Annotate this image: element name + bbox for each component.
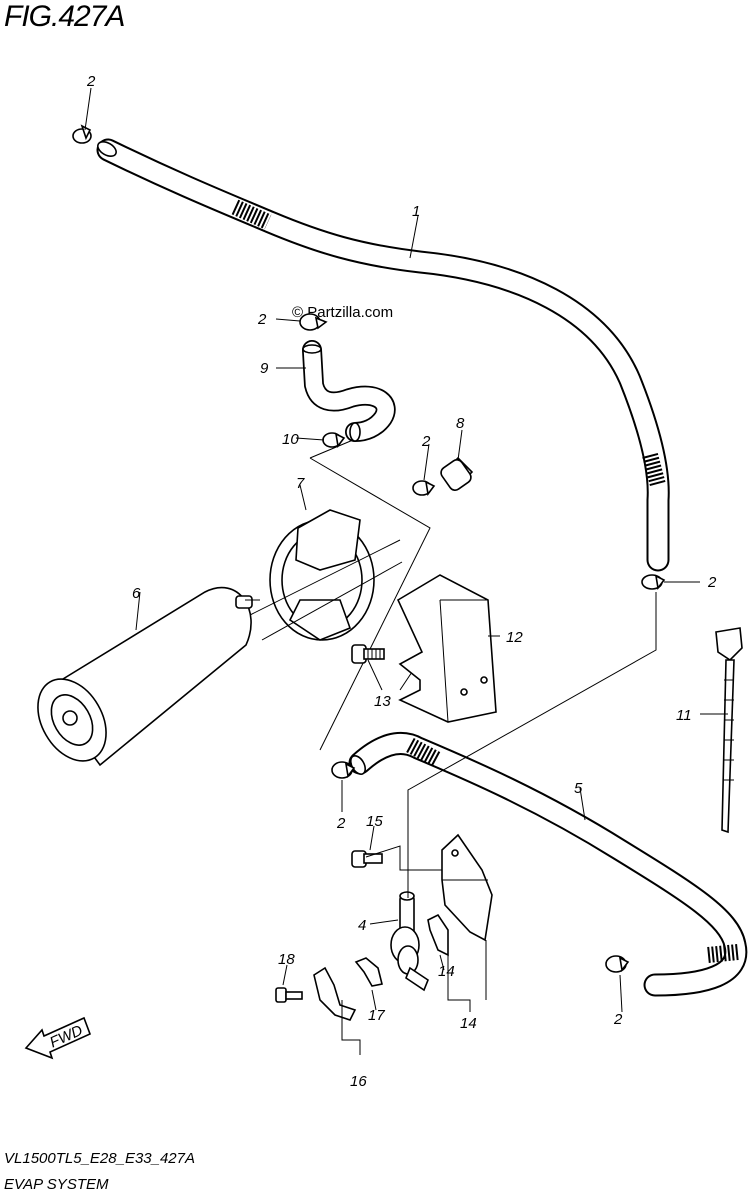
clamp-16[interactable] — [313, 966, 357, 1021]
figure-title: FIG.427A — [4, 0, 125, 33]
callout-15: 15 — [366, 813, 383, 830]
clamp-2-top[interactable] — [72, 124, 92, 144]
clamp-2-lower-right[interactable] — [605, 955, 630, 973]
callout-2-lower-left: 2 — [336, 815, 346, 832]
bracket-13[interactable] — [441, 833, 493, 942]
callout-1: 1 — [412, 203, 420, 220]
diagram-code: VL1500TL5_E28_E33_427A — [4, 1150, 196, 1167]
bracket-11[interactable] — [396, 574, 497, 723]
bolt-12[interactable] — [351, 644, 385, 664]
clamp-2-upper-middle[interactable] — [299, 313, 328, 331]
callout-16: 16 — [350, 1073, 367, 1090]
clamp-2-lower-left[interactable] — [331, 761, 356, 779]
screw-18[interactable] — [275, 987, 303, 1003]
callout-4: 5 — [574, 780, 583, 797]
callout-13: 14 — [460, 1015, 477, 1032]
tube-7[interactable] — [439, 456, 474, 492]
callout-11: 12 — [506, 629, 523, 646]
hose-1[interactable] — [95, 138, 670, 572]
callout-7: 8 — [456, 415, 465, 432]
callout-2-lower-right: 2 — [613, 1011, 623, 1028]
fwd-label: FWD — [47, 1022, 85, 1051]
callout-8: 9 — [260, 360, 269, 377]
callout-3: 4 — [358, 917, 366, 934]
bolt-15[interactable] — [351, 850, 383, 868]
canister-5[interactable] — [24, 586, 260, 774]
callout-10: 11 — [676, 707, 692, 724]
callout-2-middle: 2 — [421, 433, 431, 450]
clamp-2-right[interactable] — [641, 574, 666, 590]
callout-9: 10 — [282, 431, 299, 448]
diagram-name: EVAP SYSTEM — [4, 1176, 109, 1193]
forward-direction-arrow: FWD — [24, 1016, 92, 1060]
cushion-17[interactable] — [354, 957, 383, 987]
clamp-9[interactable] — [322, 432, 346, 448]
clip-14[interactable] — [427, 913, 449, 957]
callout-2-right: 2 — [707, 574, 717, 591]
callout-12: 13 — [374, 693, 391, 710]
hose-4[interactable] — [348, 731, 748, 997]
hose-8[interactable] — [302, 340, 396, 442]
callout-6: 7 — [296, 475, 305, 492]
callout-5: 6 — [132, 585, 141, 602]
clamp-2-middle[interactable] — [412, 480, 436, 496]
holder-6[interactable] — [249, 509, 403, 641]
callout-2-top: 2 — [86, 73, 96, 90]
callout-2-upper-middle: 2 — [257, 311, 267, 328]
callout-18: 18 — [278, 951, 295, 968]
valve-3[interactable] — [390, 891, 429, 992]
callout-14: 14 — [438, 963, 455, 980]
cable-tie-10[interactable] — [715, 627, 743, 834]
callout-17: 17 — [368, 1007, 385, 1024]
